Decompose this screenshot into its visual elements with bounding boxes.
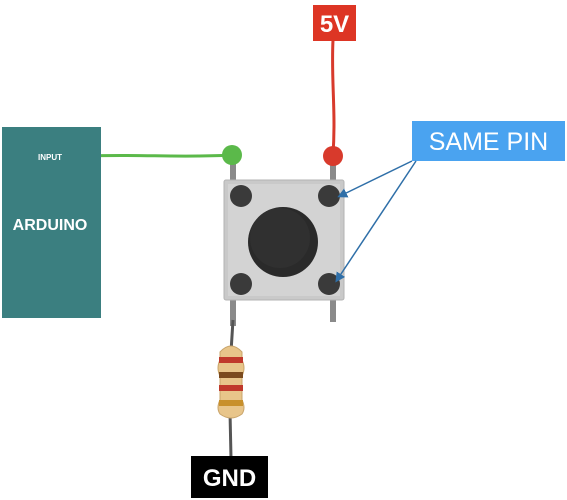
supply-wire (331, 38, 336, 157)
resistor-band-2 (219, 372, 243, 378)
supply-label: 5V (320, 11, 349, 38)
input-wire-end-dot (222, 145, 242, 165)
callout-label: SAME PIN (429, 128, 548, 156)
button-pin-bottom-left (230, 298, 236, 326)
button-cap-shine (250, 208, 310, 268)
button-pin-bottom-right (330, 298, 336, 322)
button-pin-top-left (230, 158, 236, 182)
arduino-board (2, 127, 101, 318)
resistor-band-4 (219, 400, 243, 406)
supply-wire-end-dot (323, 146, 343, 166)
callout-arrow-top (337, 160, 413, 198)
resistor-band-3 (219, 385, 243, 391)
resistor (217, 345, 245, 419)
button-corner-top-left (230, 185, 252, 207)
button-pin-top-right (330, 158, 336, 182)
arduino-title: ARDUINO (13, 217, 88, 234)
callout-arrow-bottom (335, 160, 417, 283)
ground-label: GND (203, 465, 256, 492)
supply-label-box (313, 5, 356, 41)
button-corner-top-right (318, 185, 340, 207)
input-wire (86, 153, 234, 158)
ground-label-box (191, 456, 268, 498)
button-corner-bottom-right (318, 273, 340, 295)
resistor-lead-bottom (228, 411, 233, 459)
pushbutton (223, 179, 345, 301)
button-corner-bottom-left (230, 273, 252, 295)
resistor-band-1 (219, 357, 243, 363)
arduino-pin-label: INPUT (38, 153, 62, 162)
resistor-body (217, 345, 245, 419)
callout-box (412, 121, 565, 161)
